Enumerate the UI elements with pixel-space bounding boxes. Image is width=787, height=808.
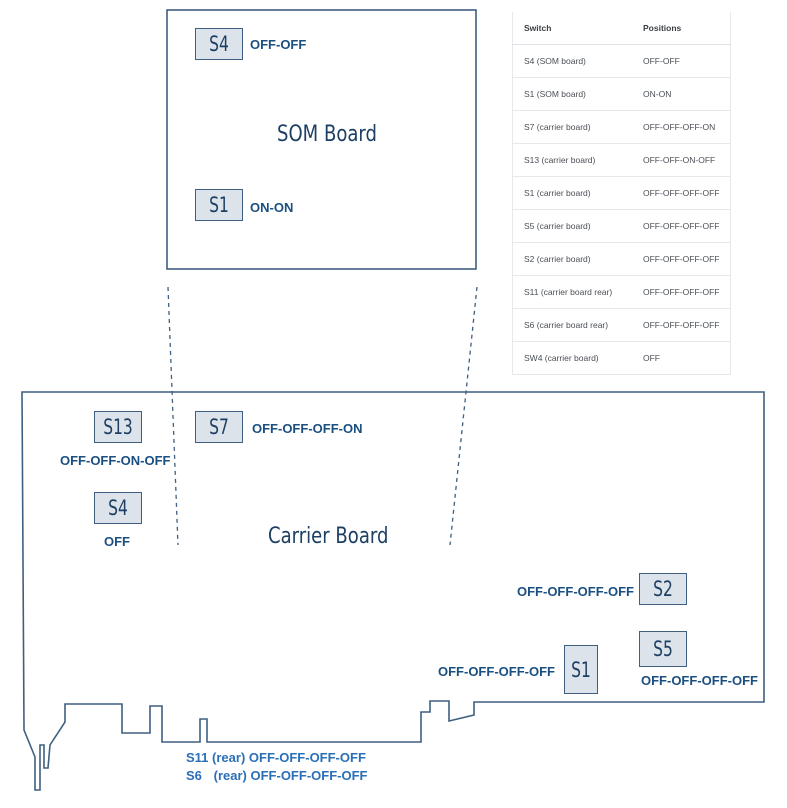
carrier-switch-s13-setting: OFF-OFF-ON-OFF: [60, 453, 171, 468]
rear-switch-s6-line: S6 (rear) OFF-OFF-OFF-OFF: [186, 768, 367, 783]
table-cell-positions: OFF-OFF-OFF-OFF: [632, 176, 731, 210]
switch-positions-table: Switch Positions S4 (SOM board)OFF-OFF S…: [512, 12, 731, 375]
table-cell-switch: S13 (carrier board): [512, 143, 632, 177]
som-board-outline: [166, 9, 477, 270]
som-switch-s1-setting: ON-ON: [250, 200, 294, 215]
table-cell-switch: S6 (carrier board rear): [512, 308, 632, 342]
som-switch-s4: S4: [195, 28, 243, 60]
carrier-switch-s4-setting: OFF: [104, 534, 130, 549]
rear-switch-s6-setting: OFF-OFF-OFF-OFF: [250, 768, 368, 783]
table-cell-switch: S7 (carrier board): [512, 110, 632, 144]
zoom-guide-left: [167, 286, 179, 546]
table-cell-switch: S1 (SOM board): [512, 77, 632, 111]
column-header-switch: Switch: [512, 12, 632, 45]
table-cell-positions: OFF: [632, 341, 731, 375]
table-cell-positions: OFF-OFF-OFF-OFF: [632, 308, 731, 342]
table-cell-positions: OFF-OFF-OFF-OFF: [632, 209, 731, 243]
rear-switch-s11-name: S11: [186, 750, 209, 765]
carrier-switch-s13: S13: [94, 411, 142, 443]
table-cell-switch: S1 (carrier board): [512, 176, 632, 210]
table-cell-switch: S5 (carrier board): [512, 209, 632, 243]
table-cell-positions: OFF-OFF-OFF-OFF: [632, 242, 731, 276]
rear-switch-s11-line: S11 (rear) OFF-OFF-OFF-OFF: [186, 750, 366, 765]
table-cell-positions: OFF-OFF: [632, 44, 731, 78]
rear-switch-s11-setting: OFF-OFF-OFF-OFF: [248, 750, 366, 765]
column-header-positions: Positions: [632, 12, 731, 45]
rear-switch-s11-rear: (rear): [212, 750, 246, 765]
table-row: S4 (SOM board)OFF-OFF: [512, 44, 731, 78]
table-row: S1 (carrier board)OFF-OFF-OFF-OFF: [512, 176, 731, 210]
carrier-switch-s5: S5: [639, 631, 687, 667]
som-board-title: SOM Board: [277, 122, 377, 147]
table-cell-switch: S4 (SOM board): [512, 44, 632, 78]
rear-switch-s6-name: S6: [186, 768, 202, 783]
table-cell-positions: OFF-OFF-OFF-OFF: [632, 275, 731, 309]
carrier-switch-s7: S7: [195, 411, 243, 443]
carrier-switch-s4: S4: [94, 492, 142, 524]
som-switch-s1: S1: [195, 189, 243, 221]
carrier-switch-s1: S1: [564, 645, 598, 694]
table-cell-positions: OFF-OFF-OFF-ON: [632, 110, 731, 144]
table-cell-positions: ON-ON: [632, 77, 731, 111]
carrier-switch-s2-setting: OFF-OFF-OFF-OFF: [517, 584, 634, 599]
table-row: S5 (carrier board)OFF-OFF-OFF-OFF: [512, 209, 731, 243]
carrier-switch-s2: S2: [639, 573, 687, 605]
carrier-switch-s5-setting: OFF-OFF-OFF-OFF: [641, 673, 758, 688]
zoom-guide-right: [449, 286, 478, 546]
table-cell-positions: OFF-OFF-ON-OFF: [632, 143, 731, 177]
table-row: S11 (carrier board rear)OFF-OFF-OFF-OFF: [512, 275, 731, 309]
table-row: SW4 (carrier board)OFF: [512, 341, 731, 375]
table-row: S13 (carrier board)OFF-OFF-ON-OFF: [512, 143, 731, 177]
table-header-row: Switch Positions: [512, 12, 731, 45]
table-row: S7 (carrier board)OFF-OFF-OFF-ON: [512, 110, 731, 144]
som-switch-s4-setting: OFF-OFF: [250, 37, 307, 52]
table-cell-switch: SW4 (carrier board): [512, 341, 632, 375]
table-cell-switch: S11 (carrier board rear): [512, 275, 632, 309]
rear-switch-s6-rear: (rear): [213, 768, 247, 783]
table-row: S2 (carrier board)OFF-OFF-OFF-OFF: [512, 242, 731, 276]
carrier-switch-s1-setting: OFF-OFF-OFF-OFF: [438, 664, 555, 679]
table-row: S6 (carrier board rear)OFF-OFF-OFF-OFF: [512, 308, 731, 342]
carrier-board-title: Carrier Board: [268, 524, 389, 549]
table-row: S1 (SOM board)ON-ON: [512, 77, 731, 111]
carrier-board-outline: [21, 391, 765, 791]
carrier-switch-s7-setting: OFF-OFF-OFF-ON: [252, 421, 363, 436]
table-cell-switch: S2 (carrier board): [512, 242, 632, 276]
